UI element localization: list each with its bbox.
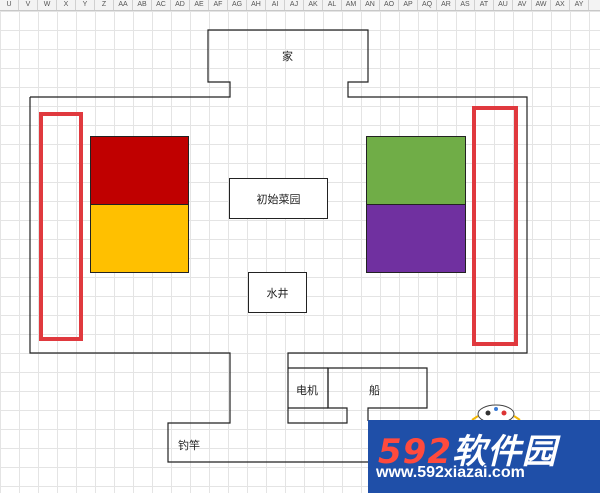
plot-purple[interactable] — [366, 204, 466, 273]
column-header-af[interactable]: AF — [209, 0, 228, 10]
boundary-line-left — [29, 97, 368, 463]
column-header-u[interactable]: U — [0, 0, 19, 10]
plot-red[interactable] — [90, 136, 189, 205]
column-header-w[interactable]: W — [38, 0, 57, 10]
right-highlight-frame — [472, 106, 518, 346]
column-header-z[interactable]: Z — [95, 0, 114, 10]
well-box[interactable]: 水井 — [248, 272, 307, 313]
column-header-v[interactable]: V — [19, 0, 38, 10]
watermark-url: www.592xiazai.com — [376, 464, 525, 481]
column-header-ah[interactable]: AH — [247, 0, 266, 10]
column-header-ao[interactable]: AO — [380, 0, 399, 10]
column-header-ac[interactable]: AC — [152, 0, 171, 10]
plot-yellow[interactable] — [90, 204, 189, 273]
watermark-logo: 592软件园 — [378, 424, 557, 473]
left-highlight-frame — [39, 112, 83, 341]
column-header-ai[interactable]: AI — [266, 0, 285, 10]
column-header-av[interactable]: AV — [513, 0, 532, 10]
column-header-y[interactable]: Y — [76, 0, 95, 10]
column-header-ay[interactable]: AY — [570, 0, 589, 10]
column-header-as[interactable]: AS — [456, 0, 475, 10]
column-header-at[interactable]: AT — [475, 0, 494, 10]
watermark-logo-digits: 592 — [378, 432, 452, 472]
watermark-banner: 592软件园 www.592xiazai.com — [368, 420, 600, 493]
plot-green[interactable] — [366, 136, 466, 205]
column-header-am[interactable]: AM — [342, 0, 361, 10]
column-header-ar[interactable]: AR — [437, 0, 456, 10]
column-header-ax[interactable]: AX — [551, 0, 570, 10]
column-header-ap[interactable]: AP — [399, 0, 418, 10]
column-header-ag[interactable]: AG — [228, 0, 247, 10]
column-header-al[interactable]: AL — [323, 0, 342, 10]
column-header-aa[interactable]: AA — [114, 0, 133, 10]
motor-label: 电机 — [296, 384, 318, 397]
column-header-ae[interactable]: AE — [190, 0, 209, 10]
column-header-x[interactable]: X — [57, 0, 76, 10]
column-header-ab[interactable]: AB — [133, 0, 152, 10]
initial-garden-box[interactable]: 初始菜园 — [229, 178, 328, 219]
column-header-aj[interactable]: AJ — [285, 0, 304, 10]
column-header-aq[interactable]: AQ — [418, 0, 437, 10]
column-header-an[interactable]: AN — [361, 0, 380, 10]
fishing-rod-label: 钓竿 — [178, 439, 200, 452]
initial-garden-label: 初始菜园 — [256, 192, 301, 206]
boundary-line — [30, 29, 528, 424]
column-header-ad[interactable]: AD — [171, 0, 190, 10]
home-label: 家 — [282, 50, 293, 63]
well-label: 水井 — [266, 286, 289, 300]
watermark-logo-text: 软件园 — [451, 432, 557, 472]
column-header-ak[interactable]: AK — [304, 0, 323, 10]
column-header-au[interactable]: AU — [494, 0, 513, 10]
boat-label: 船 — [369, 384, 380, 397]
column-header-aw[interactable]: AW — [532, 0, 551, 10]
